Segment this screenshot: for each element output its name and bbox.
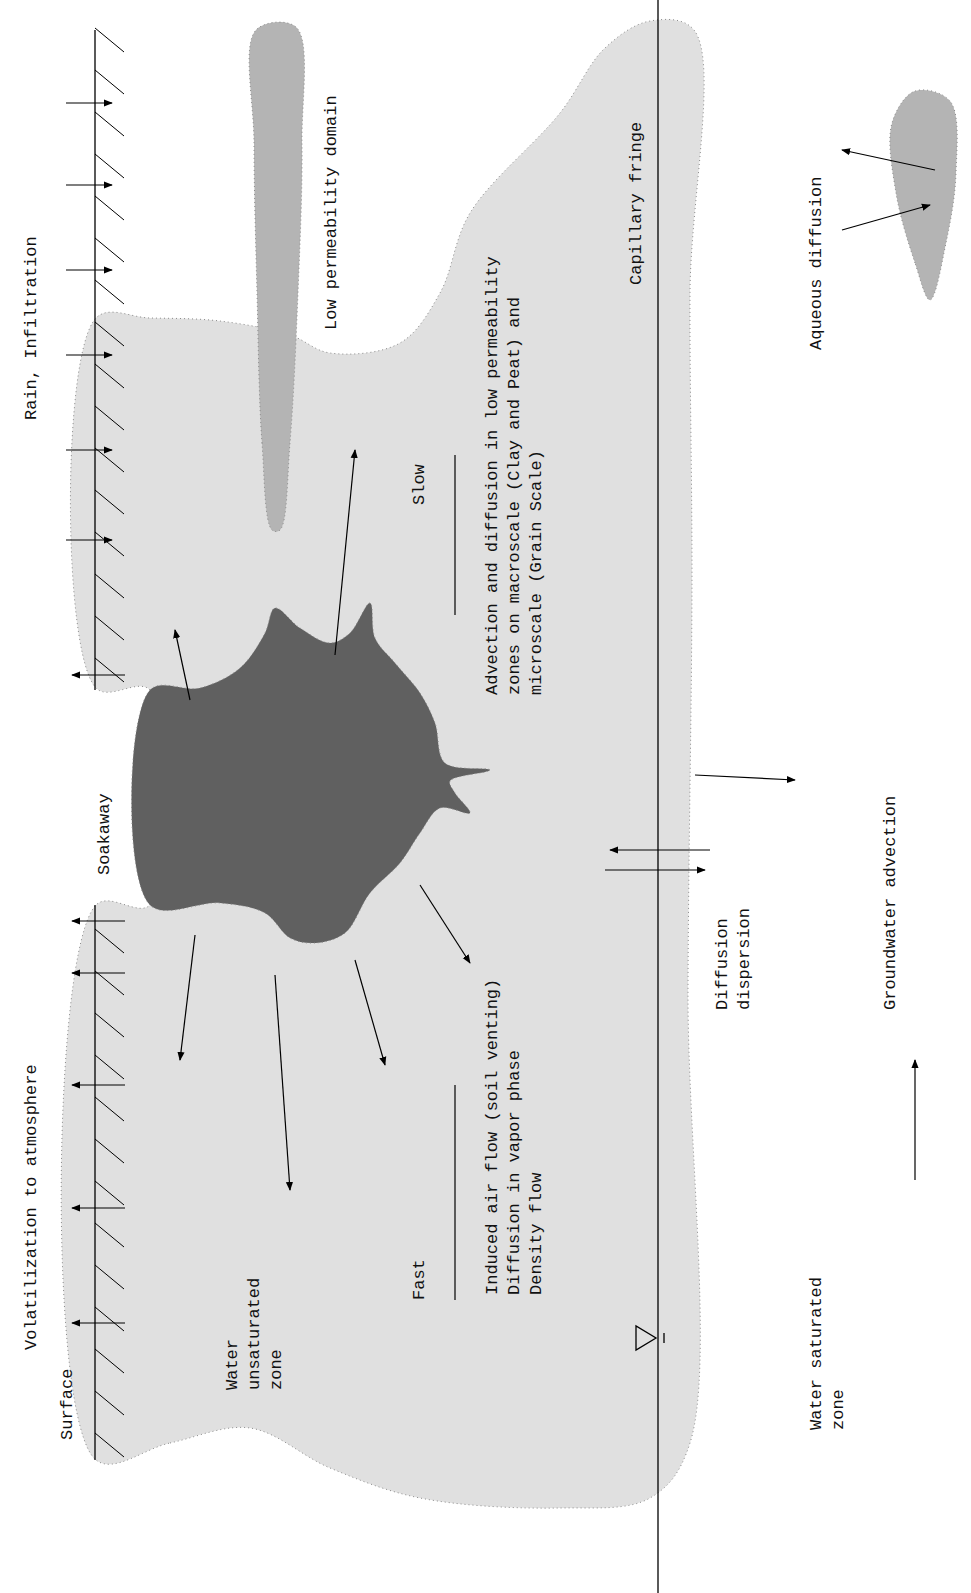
process-arrows bbox=[66, 103, 935, 1323]
hatch-stroke bbox=[95, 1433, 124, 1457]
hatch-stroke bbox=[95, 70, 124, 94]
zone-label: Water unsaturated zone bbox=[222, 1268, 288, 1390]
process-note: Induced air flow (soil venting) bbox=[482, 979, 504, 1295]
surface-line bbox=[94, 30, 95, 1460]
hatch-stroke bbox=[95, 658, 124, 682]
ground-hatching bbox=[95, 28, 124, 1457]
hatch-stroke bbox=[95, 280, 124, 304]
process-note: Diffusion in vapor phase bbox=[504, 1050, 526, 1295]
hatch-stroke bbox=[95, 1139, 124, 1163]
dispersion-arrow bbox=[695, 775, 795, 780]
hatch-stroke bbox=[95, 448, 124, 472]
zone-label: Water saturated zone bbox=[806, 1265, 850, 1430]
volatilization-label: Volatilization to atmosphere bbox=[21, 1064, 43, 1350]
water-table-line bbox=[657, 0, 658, 1593]
hatch-stroke bbox=[95, 1265, 124, 1289]
hatch-stroke bbox=[95, 322, 124, 346]
hatch-stroke bbox=[95, 1223, 124, 1247]
volatilization-arrow bbox=[72, 1207, 125, 1208]
rain-arrow bbox=[66, 539, 112, 540]
rain-arrow bbox=[66, 184, 112, 185]
hatch-stroke bbox=[95, 574, 124, 598]
fringe-label: Capillary fringe bbox=[626, 122, 648, 285]
surface-line bbox=[94, 905, 95, 1460]
hatch-stroke bbox=[95, 112, 124, 136]
low-permeability-lens bbox=[249, 22, 304, 531]
rain-arrow bbox=[66, 269, 112, 270]
process-label: Aqueous diffusion bbox=[806, 177, 828, 350]
hatch-stroke bbox=[95, 154, 124, 178]
volatilization-arrow bbox=[72, 1322, 125, 1323]
speed-label: Slow bbox=[409, 464, 431, 505]
volatilization-arrow bbox=[72, 1084, 125, 1085]
aqueous-arrow bbox=[842, 150, 935, 170]
domain-label: Low permeability domain bbox=[321, 95, 343, 330]
soakaway-label: Soakaway bbox=[94, 793, 116, 875]
rain-arrow bbox=[66, 449, 112, 450]
process-label: Diffusion dispersion bbox=[712, 898, 756, 1010]
hatch-stroke bbox=[95, 1307, 124, 1331]
slow-line bbox=[454, 455, 455, 615]
hatch-stroke bbox=[95, 364, 124, 388]
contaminant-plume bbox=[61, 19, 704, 1508]
plume-shapes bbox=[61, 19, 957, 1508]
rain-arrow bbox=[66, 354, 112, 355]
dispersion-arrow bbox=[610, 849, 710, 850]
hatch-stroke bbox=[95, 929, 124, 953]
rain-arrow bbox=[66, 102, 112, 103]
process-note: Advection and diffusion in low permeabil… bbox=[482, 235, 548, 695]
volatilization-arrow bbox=[72, 972, 125, 973]
divider-lines bbox=[454, 455, 455, 1300]
hatch-stroke bbox=[95, 1013, 124, 1037]
groundwater-arrow bbox=[914, 1060, 915, 1180]
hatch-stroke bbox=[95, 238, 124, 262]
rain-label: Rain, Infiltration bbox=[21, 236, 43, 420]
surface-line bbox=[94, 30, 95, 690]
hatch-stroke bbox=[95, 1391, 124, 1415]
hatch-stroke bbox=[95, 532, 124, 556]
hatch-stroke bbox=[95, 490, 124, 514]
process-label: Groundwater advection bbox=[880, 796, 902, 1010]
spread-arrow bbox=[335, 450, 355, 655]
hatch-stroke bbox=[95, 28, 124, 52]
hatch-stroke bbox=[95, 406, 124, 430]
hatch-stroke bbox=[95, 1349, 124, 1373]
soakaway-source bbox=[131, 603, 490, 943]
speed-label: Fast bbox=[409, 1259, 431, 1300]
hatch-stroke bbox=[95, 971, 124, 995]
water-table-tick bbox=[663, 1333, 664, 1343]
hatch-stroke bbox=[95, 1181, 124, 1205]
volatilization-arrow bbox=[72, 920, 125, 921]
hatch-stroke bbox=[95, 1055, 124, 1079]
spread-arrow bbox=[420, 885, 470, 963]
hatch-stroke bbox=[95, 196, 124, 220]
volatilization-arrow bbox=[72, 674, 125, 675]
hatch-stroke bbox=[95, 1097, 124, 1121]
spread-arrow bbox=[175, 630, 190, 700]
fast-line bbox=[454, 1085, 455, 1300]
process-note: Density flow bbox=[526, 1173, 548, 1295]
dispersion-arrow bbox=[605, 869, 705, 870]
surface-label: Surface bbox=[57, 1369, 79, 1440]
spread-arrow bbox=[355, 960, 385, 1065]
water-table-symbol bbox=[636, 1326, 656, 1350]
hatch-stroke bbox=[95, 616, 124, 640]
spread-arrow bbox=[180, 935, 195, 1060]
aqueous-arrow bbox=[842, 205, 930, 230]
spread-arrow bbox=[275, 975, 290, 1190]
aqueous-blob bbox=[890, 90, 957, 300]
